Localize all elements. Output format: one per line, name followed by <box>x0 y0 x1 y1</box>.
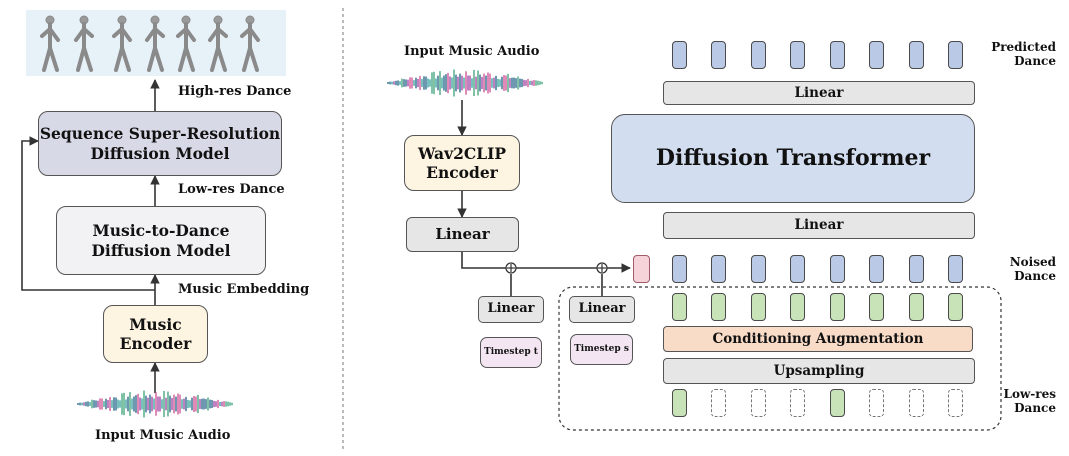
input-music-audio-label-left: Input Music Audio <box>95 428 231 443</box>
timestep-t-box: Timestep t <box>480 337 542 368</box>
predicted-token <box>909 41 924 69</box>
predicted-token <box>711 41 726 69</box>
high-res-dance-label: High-res Dance <box>178 84 292 99</box>
diffusion-transformer-box: Diffusion Transformer <box>611 114 975 203</box>
noised-token <box>909 255 924 283</box>
low-res-dance-label: Low-res Dance <box>178 182 285 197</box>
noised-token <box>948 255 963 283</box>
dance-figure <box>208 15 228 72</box>
predicted-token <box>790 41 805 69</box>
noised-token <box>672 255 687 283</box>
condition-aug-token <box>711 293 726 321</box>
predicted-token <box>672 41 687 69</box>
predicted-token <box>830 41 845 69</box>
dance-figure <box>40 15 60 72</box>
noised-token <box>830 255 845 283</box>
noised-token <box>711 255 726 283</box>
condition-aug-token <box>869 293 884 321</box>
m2d-diffusion-model-box: Music-to-Dance Diffusion Model <box>56 206 266 275</box>
waveform-left <box>77 390 233 418</box>
low-res-token <box>948 389 963 417</box>
wav2clip-encoder-box: Wav2CLIP Encoder <box>404 135 520 191</box>
input-music-audio-label-right: Input Music Audio <box>404 44 540 59</box>
predicted-token <box>948 41 963 69</box>
dance-figure <box>145 15 165 72</box>
low-res-dance-label-right: Low-res Dance <box>1003 387 1056 415</box>
condition-aug-token <box>672 293 687 321</box>
low-res-token <box>672 389 687 417</box>
timestep-s-box: Timestep s <box>570 334 633 365</box>
condition-aug-token <box>830 293 845 321</box>
conditioning-region <box>558 286 1002 431</box>
sr-diffusion-model-box: Sequence Super-Resolution Diffusion Mode… <box>38 111 282 176</box>
music-embedding-label: Music Embedding <box>178 282 310 297</box>
low-res-token <box>751 389 766 417</box>
linear-timestep-t-box: Linear <box>478 296 544 323</box>
linear-music-box: Linear <box>406 217 519 252</box>
predicted-dance-label: Predicted Dance <box>991 40 1056 68</box>
linear-mid-box: Linear <box>663 212 975 239</box>
dance-figures <box>40 15 260 72</box>
low-res-token <box>790 389 805 417</box>
condition-aug-token <box>909 293 924 321</box>
dance-figure <box>240 15 260 72</box>
noised-dance-label: Noised Dance <box>1009 255 1056 283</box>
conditioning-path-arrow <box>461 252 631 273</box>
low-res-token <box>869 389 884 417</box>
condition-aug-token <box>751 293 766 321</box>
noised-token <box>751 255 766 283</box>
condition-aug-token <box>790 293 805 321</box>
music-encoder-box: Music Encoder <box>103 305 208 363</box>
dance-figure <box>112 15 132 72</box>
upsampling-box: Upsampling <box>663 358 975 384</box>
low-res-token <box>711 389 726 417</box>
condition-aug-token <box>948 293 963 321</box>
low-res-token <box>830 389 845 417</box>
dance-figure <box>176 15 196 72</box>
predicted-token <box>751 41 766 69</box>
waveform-right <box>387 69 543 97</box>
noised-token <box>869 255 884 283</box>
condition-token <box>633 255 650 283</box>
dance-figure <box>74 15 94 72</box>
conditioning-augmentation-box: Conditioning Augmentation <box>663 326 973 352</box>
linear-top-box: Linear <box>663 81 975 105</box>
noised-token <box>790 255 805 283</box>
predicted-token <box>869 41 884 69</box>
embedding-skip-arrow <box>21 136 155 291</box>
low-res-token <box>909 389 924 417</box>
linear-timestep-s-box: Linear <box>569 296 635 323</box>
